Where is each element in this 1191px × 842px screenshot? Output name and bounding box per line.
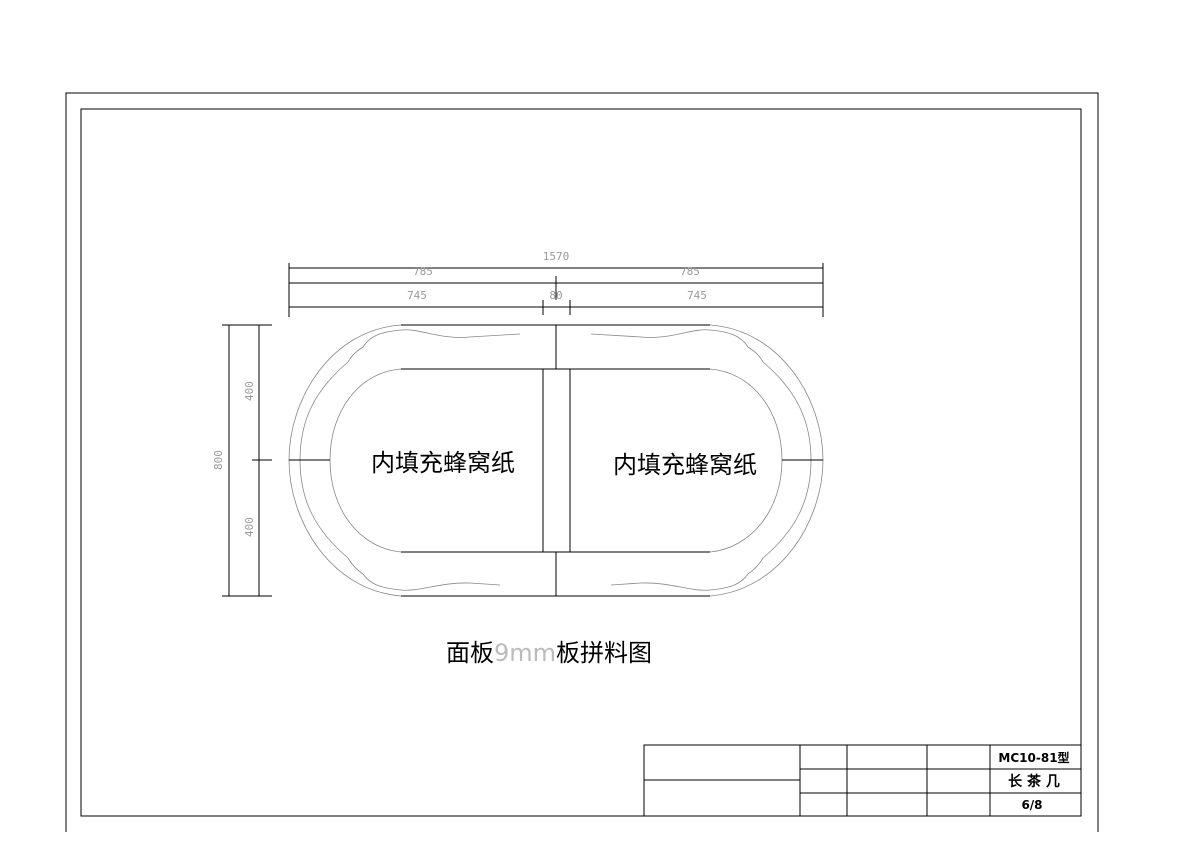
fill-label-right: 内填充蜂窝纸 [613,451,757,479]
title-block-model: MC10-81型 [998,750,1069,765]
fill-label-left: 内填充蜂窝纸 [371,449,515,477]
dim-total-height: 800 [212,450,225,470]
dim-panel-right: 745 [687,289,707,302]
panel-lines [289,324,823,597]
drawing-title: 面板9mm板拼料图 [446,639,652,667]
dim-half-top: 400 [243,381,256,401]
title-block [643,744,1082,817]
dim-panel-left: 745 [407,289,427,302]
title-block-name: 长 茶 几 [1008,773,1060,790]
dim-total-width: 1570 [543,250,570,263]
dim-half-right: 785 [680,265,700,278]
outer-frame [65,92,1099,832]
title-block-sheet: 6/8 [1021,798,1042,812]
horizontal-dimensions [288,263,824,317]
dim-half-bottom: 400 [243,517,256,537]
inner-frame [80,108,1082,817]
vertical-dimensions [222,324,272,597]
dim-center-strip: 80 [549,289,562,302]
dim-half-left: 785 [413,265,433,278]
